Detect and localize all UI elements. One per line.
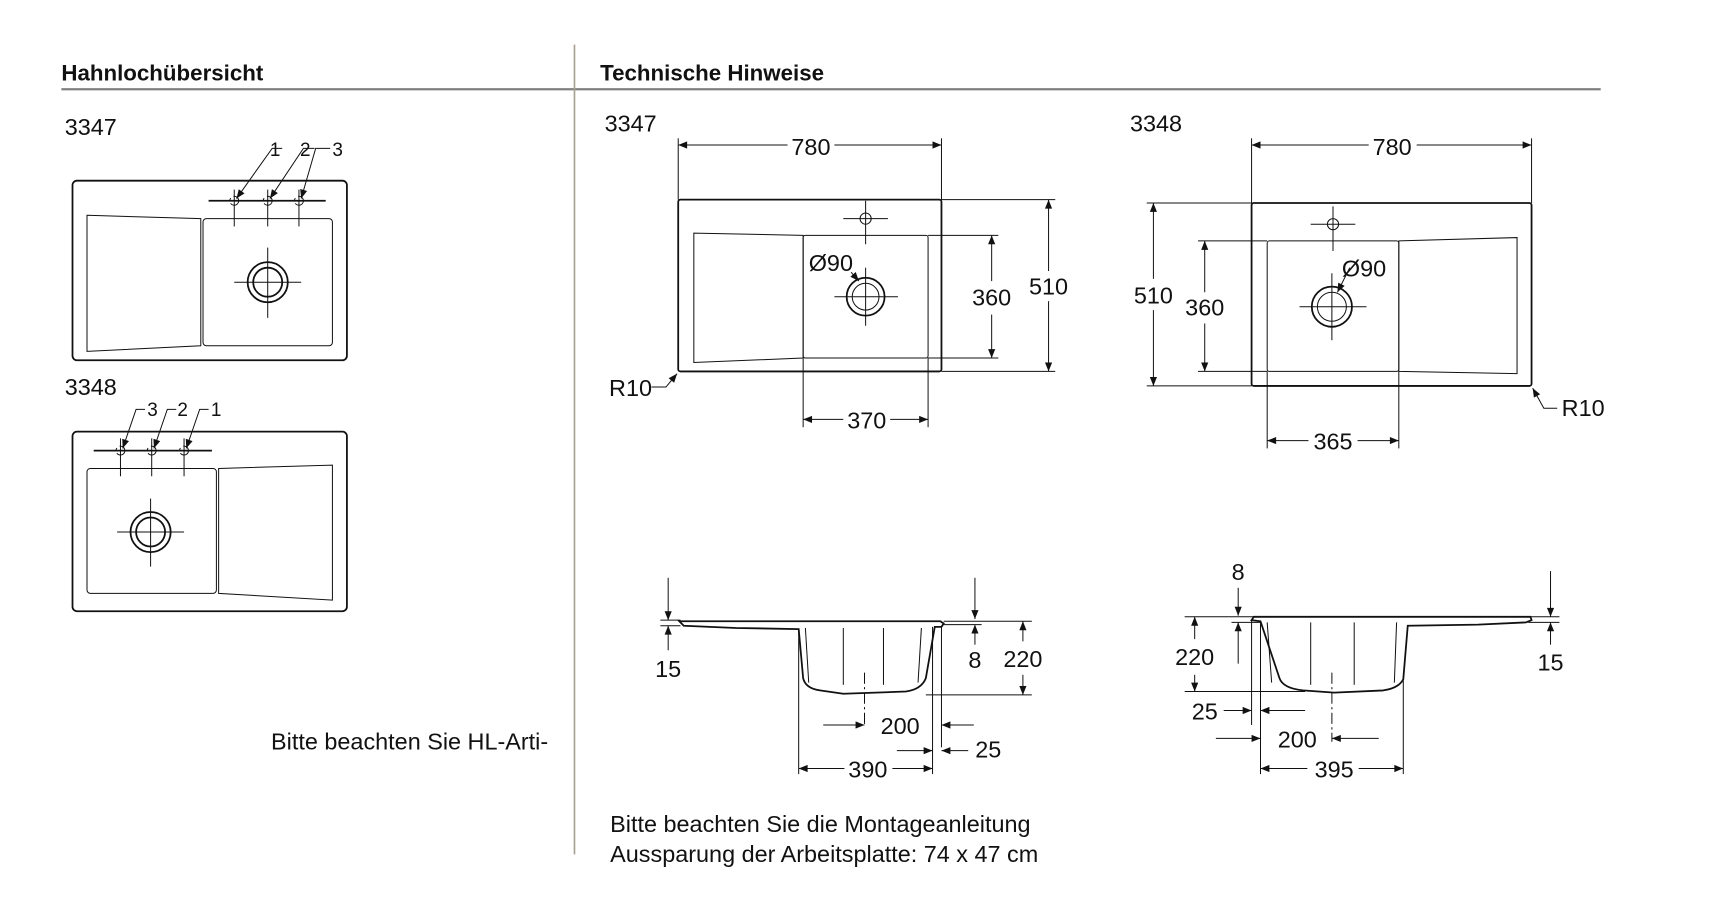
drainer-area [218, 464, 333, 601]
top-view-3347: 3347 Ø90 780 360 510 370 R10 [605, 111, 1068, 434]
model-label: 3348 [65, 374, 117, 400]
tap-hole-label: 2 [300, 140, 311, 161]
overview-3347: 3347 1 2 3 [65, 114, 348, 362]
dimension-thickness: 15 [655, 656, 681, 682]
installation-note: Bitte beachten Sie die Montageanleitung [610, 811, 1030, 837]
tap-hole-icon [115, 445, 126, 456]
tap-hole-label: 1 [211, 400, 222, 421]
dimension-bowl-width: 370 [847, 407, 886, 433]
dimension-drain-offset: 200 [1278, 726, 1317, 752]
tap-hole-label: 3 [332, 140, 343, 161]
dimension-thickness: 15 [1537, 649, 1563, 675]
drainer-area [693, 232, 804, 364]
tap-hole-label: 2 [177, 400, 188, 421]
bowl-outline [86, 467, 217, 594]
section-view-3348: 8 220 25 200 395 15 [1175, 559, 1563, 782]
corner-radius: R10 [1562, 395, 1605, 421]
drainer-area [86, 214, 202, 352]
model-label: 3348 [1130, 111, 1182, 137]
model-label: 3347 [65, 114, 117, 140]
tap-hole-overview-heading: Hahnlochübersicht [61, 60, 264, 85]
sink-outline [677, 198, 943, 373]
dimension-rim: 8 [968, 647, 981, 673]
dimension-bowl-depth: 360 [972, 285, 1011, 311]
dimension-height: 220 [1003, 646, 1042, 672]
dimension-bowl-width: 365 [1313, 429, 1352, 455]
dimension-depth: 510 [1134, 282, 1173, 308]
tap-hole-label: 3 [147, 400, 158, 421]
dimension-height: 220 [1175, 644, 1214, 670]
drainer-area [1398, 237, 1518, 375]
sink-section [1250, 615, 1533, 694]
dimension-rim: 8 [1232, 559, 1245, 585]
dimension-drain-offset: 200 [881, 713, 920, 739]
technical-notes-heading: Technische Hinweise [600, 60, 824, 85]
dimension-depth: 510 [1029, 273, 1068, 299]
tap-hole-label: 1 [270, 140, 281, 161]
sink-section [677, 620, 945, 695]
dimension-width: 780 [1373, 134, 1412, 160]
dimension-bowl-outer: 395 [1315, 756, 1354, 782]
left-note: Bitte beachten Sie HL-Arti- [271, 729, 548, 755]
drain-diameter: Ø90 [1342, 256, 1386, 282]
tap-hole-icon [229, 195, 240, 206]
drain-diameter: Ø90 [809, 250, 853, 276]
dimension-edge: 25 [975, 736, 1001, 762]
corner-radius: R10 [609, 375, 652, 401]
section-view-3347: 15 8 220 200 25 390 [655, 577, 1042, 782]
overview-3348: 3348 3 2 1 [65, 374, 348, 613]
sink-outline [1250, 202, 1533, 387]
dimension-bowl-depth: 360 [1185, 295, 1224, 321]
sink-outline [71, 430, 348, 613]
cutout-note: Aussparung der Arbeitsplatte: 74 x 47 cm [610, 841, 1038, 867]
dimension-bowl-outer: 390 [848, 756, 887, 782]
dimension-width: 780 [791, 134, 830, 160]
sink-outline [71, 179, 348, 362]
model-label: 3347 [605, 111, 657, 137]
dimension-edge: 25 [1192, 698, 1218, 724]
top-view-3348: 3348 Ø90 780 510 360 365 R10 [1130, 111, 1605, 455]
